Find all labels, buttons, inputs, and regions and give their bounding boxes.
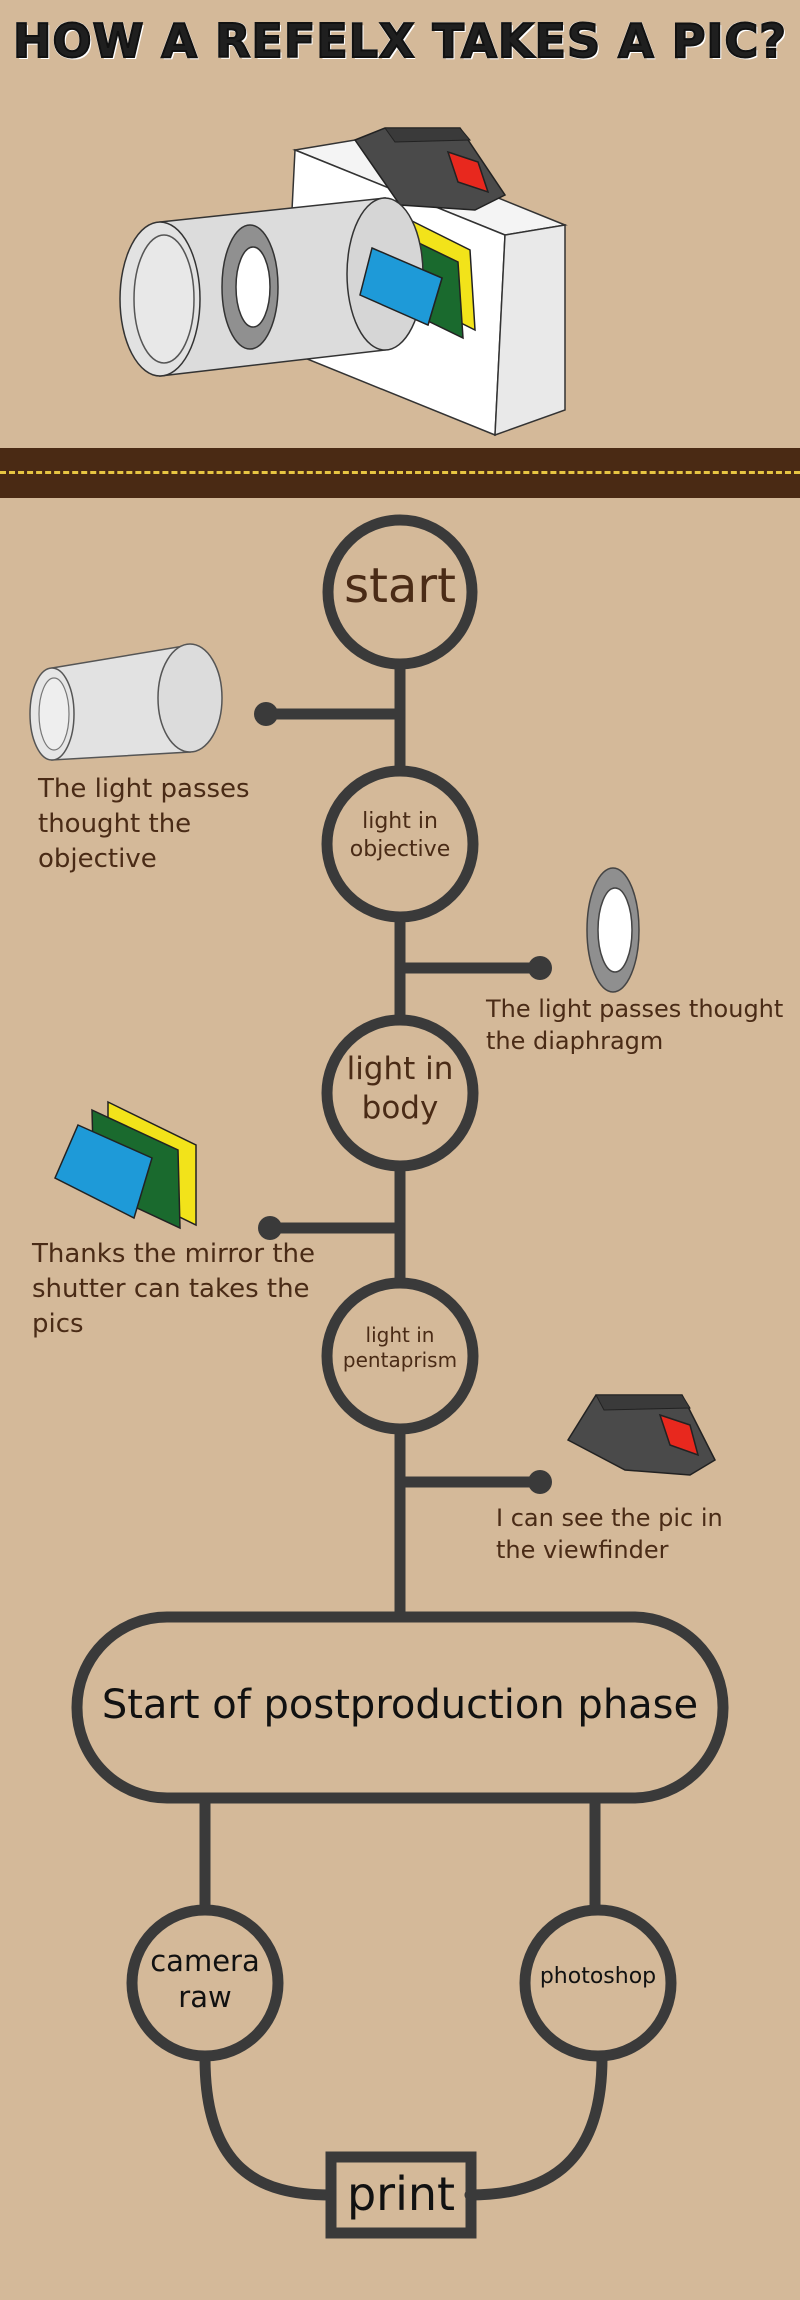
print-label: print [346,2167,456,2221]
objective-caption: The light passes thought the objective [38,774,250,875]
postproduction-label: Start of postproduction phase [101,1682,699,1728]
pentaprism-node [321,1277,479,1435]
viewfinder-caption: I can see the pic in the viewfinder [496,1504,723,1565]
page-title: HOW A REFELX TAKES A PIC? [12,13,787,69]
stitched-divider [0,448,800,498]
diaphragm-caption: The light passes thought the diaphragm [486,995,784,1056]
start-node [322,514,478,670]
postproduction-node [71,1611,729,1804]
body-node [321,1014,479,1172]
photoshop-label: photoshop [539,1964,657,1989]
camera-illustration [119,127,568,437]
mirror-shutter-icon [54,1100,197,1230]
branch-dot [258,1216,282,1240]
camera-raw-node [126,1904,284,2062]
objective-node-label: light in objective [349,809,451,862]
camera-raw-label: camera raw [150,1944,260,2015]
start-label: start [344,558,456,614]
pentaprism-node-label: light in pentaprism [342,1323,458,1372]
connector-curve [464,2052,608,2201]
mirror-caption: Thanks the mirror the shutter can takes … [32,1239,316,1340]
lens-tube-icon [29,643,223,761]
body-node-label: light in body [346,1051,454,1126]
branch-dot [254,702,278,726]
objective-node [321,765,479,923]
branch-dot [528,956,552,980]
diaphragm-icon [586,867,640,993]
photoshop-node [519,1904,677,2062]
print-node [325,2151,477,2239]
pentaprism-icon [566,1394,716,1476]
branch-dot [528,1470,552,1494]
connector-curve [199,2052,336,2201]
